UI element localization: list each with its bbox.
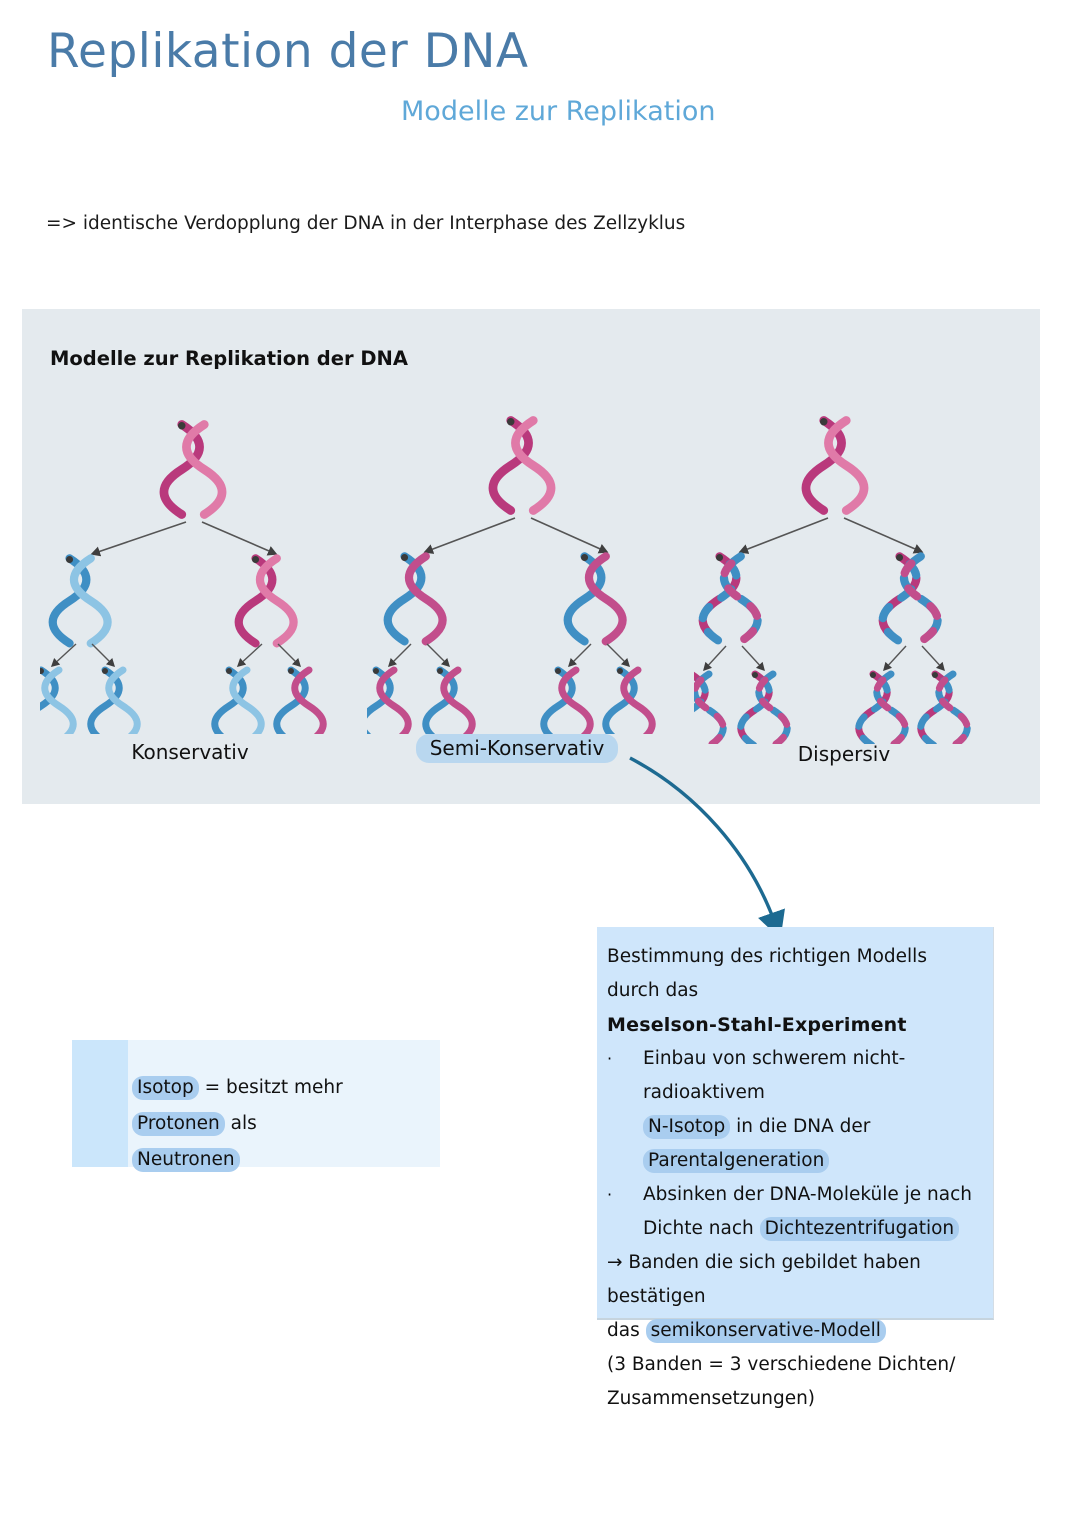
meselson-stahl-box: Bestimmung des richtigen Modells durch d… <box>597 927 994 1409</box>
curved-arrow-icon <box>629 756 785 939</box>
model-diagram-dispersiv: Dispersiv <box>694 404 994 804</box>
meselson-intro-line: Bestimmung des richtigen Modells durch d… <box>607 946 927 1001</box>
highlight-protonen: Protonen <box>132 1112 225 1136</box>
bullet1-line1: Einbau von schwerem nicht-radioaktivem <box>643 1048 906 1103</box>
model-diagram-konservativ: Konservativ <box>40 404 340 804</box>
isotop-definition-box: Isotop = besitzt mehr Protonen als Neutr… <box>72 1040 440 1172</box>
conclusion-line2-start: das <box>607 1320 646 1341</box>
caption-text: Konservativ <box>131 740 249 764</box>
highlight-neutronen: Neutronen <box>132 1148 240 1172</box>
intro-statement: => identische Verdopplung der DNA in der… <box>46 213 686 234</box>
semi-konservativ-tree-svg <box>367 404 667 734</box>
bullet2-line1: Absinken der DNA-Moleküle je nach <box>643 1184 972 1205</box>
highlight-parentalgeneration: Parentalgeneration <box>643 1149 830 1173</box>
bullet1-line3: Parentalgeneration <box>643 1144 985 1178</box>
highlight-isotop: Isotop <box>132 1076 199 1100</box>
meselson-experiment-title: Meselson-Stahl-Experiment <box>607 1014 907 1036</box>
page-title: Replikation der DNA <box>47 24 529 79</box>
model-caption-dispersiv: Dispersiv <box>694 742 994 766</box>
models-panel: Modelle zur Replikation der DNA <box>22 309 1040 804</box>
isotop-definition-text: Isotop = besitzt mehr Protonen als Neutr… <box>132 1070 432 1178</box>
meselson-bullet-1: · Einbau von schwerem nicht-radioaktivem… <box>607 1042 985 1178</box>
highlight-semikonservative-modell: semikonservative-Modell <box>645 1319 886 1343</box>
meselson-bullet-2: · Absinken der DNA-Moleküle je nach Dich… <box>607 1178 985 1246</box>
conclusion-line-3: (3 Banden = 3 verschiedene Dichten/ <box>607 1354 956 1375</box>
konservativ-tree-svg <box>40 404 340 734</box>
page-subtitle: Modelle zur Replikation <box>401 96 716 127</box>
bullet1-line2: N-Isotop in die DNA der <box>643 1110 985 1144</box>
bullet-marker: · <box>607 1185 613 1204</box>
conclusion-line-4: Zusammensetzungen) <box>607 1388 816 1409</box>
isotop-box-stripe <box>72 1040 128 1167</box>
bullet1-line2-rest: in die DNA der <box>730 1116 871 1137</box>
caption-text: Dispersiv <box>797 742 891 766</box>
isotop-line1-end: als <box>224 1113 257 1134</box>
dispersiv-tree-svg <box>694 404 994 744</box>
caption-text-highlighted: Semi-Konservativ <box>415 734 619 763</box>
isotop-line1-mid: = besitzt mehr <box>198 1077 343 1098</box>
conclusion-line-2: das semikonservative-Modell <box>607 1314 985 1348</box>
highlight-dichtezentrifugation: Dichtezentrifugation <box>759 1217 960 1241</box>
model-diagram-semi-konservativ: Semi-Konservativ <box>367 404 667 804</box>
model-caption-konservativ: Konservativ <box>40 740 340 764</box>
bullet2-line2-start: Dichte nach <box>643 1218 760 1239</box>
conclusion-line-1: → Banden die sich gebildet haben bestäti… <box>607 1252 921 1307</box>
model-caption-semi-konservativ: Semi-Konservativ <box>367 734 667 763</box>
models-panel-heading: Modelle zur Replikation der DNA <box>50 347 408 370</box>
bullet-marker: · <box>607 1049 613 1068</box>
highlight-n-isotop: N-Isotop <box>643 1115 731 1139</box>
bullet2-line2: Dichte nach Dichtezentrifugation <box>643 1212 985 1246</box>
